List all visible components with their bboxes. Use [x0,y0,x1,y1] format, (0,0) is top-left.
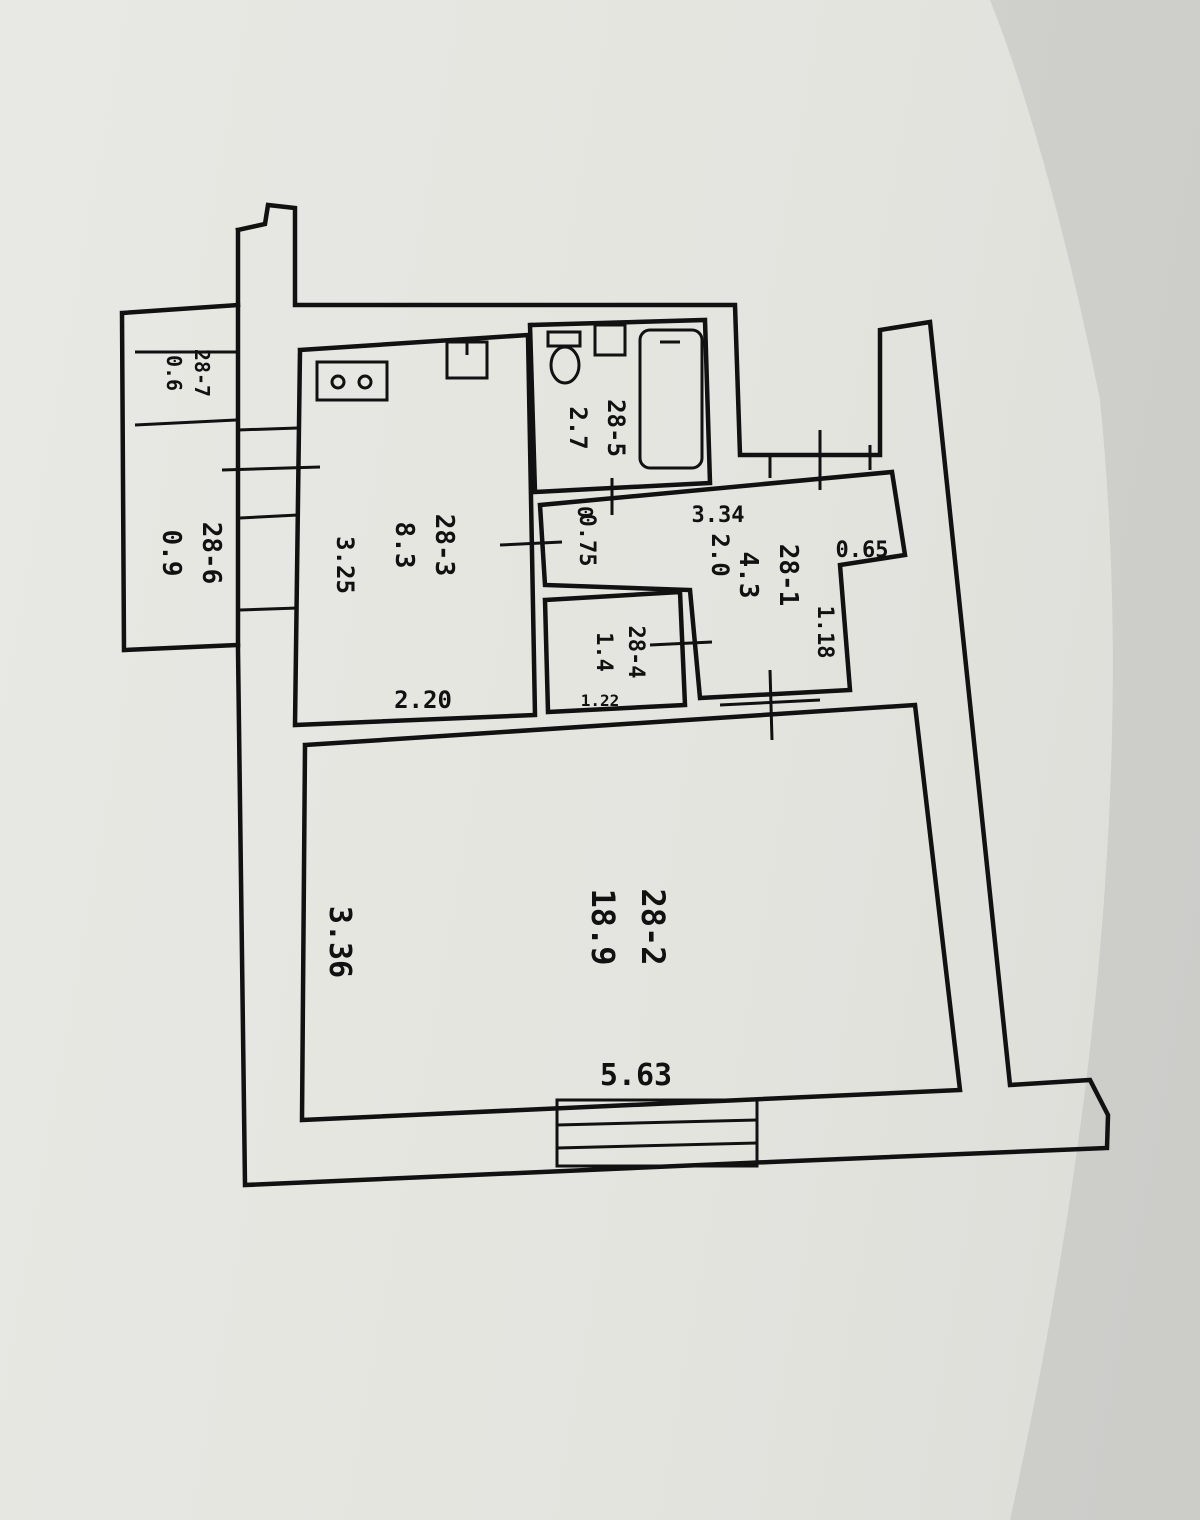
dim-living-width: 5.63 [600,1058,672,1093]
room-28-6-number: 28-6 [196,522,226,585]
room-28-6 [134,418,321,612]
room-28-4 [542,589,688,715]
dim-corridor-marker: 0 [573,506,597,518]
dim-kitchen-width: 2.20 [394,686,452,714]
toilet-icon [549,345,581,385]
room-28-5-area: 2.7 [564,406,592,449]
room-28-7-area: 0.6 [162,355,186,391]
room-28-7-number: 28-7 [190,349,214,397]
room-28-3-number: 28-3 [429,514,459,577]
room-28-3-area: 8.3 [389,522,419,569]
room-28-6-area: 0.9 [156,530,186,577]
room-28-2-number: 28-2 [634,888,672,965]
room-28-1-area: 4.3 [733,552,763,599]
dim-corridor-width: 0.75 [574,514,599,567]
bathtub-icon [638,328,704,470]
entrance-steps [555,1098,759,1168]
room-28-4-number: 28-4 [623,626,648,679]
room-28-1 [537,430,908,701]
room-28-4-area: 1.4 [591,632,616,672]
room-28-5-number: 28-5 [602,399,630,457]
room-28-3 [292,332,538,728]
room-28-1-number: 28-1 [773,544,803,607]
room-28-2 [299,669,963,1168]
dim-hall-depth: 2.0 [706,533,734,576]
dim-hall-side: 0.65 [836,538,889,563]
washbasin-icon [593,323,627,357]
dim-kitchen-height: 3.25 [331,536,359,594]
dim-hall-passage: 1.18 [812,606,837,659]
room-28-5 [527,317,713,495]
dim-closet-width: 1.22 [581,691,620,710]
stove-icon [315,360,389,402]
dim-living-height: 3.36 [322,906,357,978]
dim-hall-width: 3.34 [692,503,745,528]
room-28-2-area: 18.9 [584,888,622,965]
paper-shadow [990,0,1200,1520]
